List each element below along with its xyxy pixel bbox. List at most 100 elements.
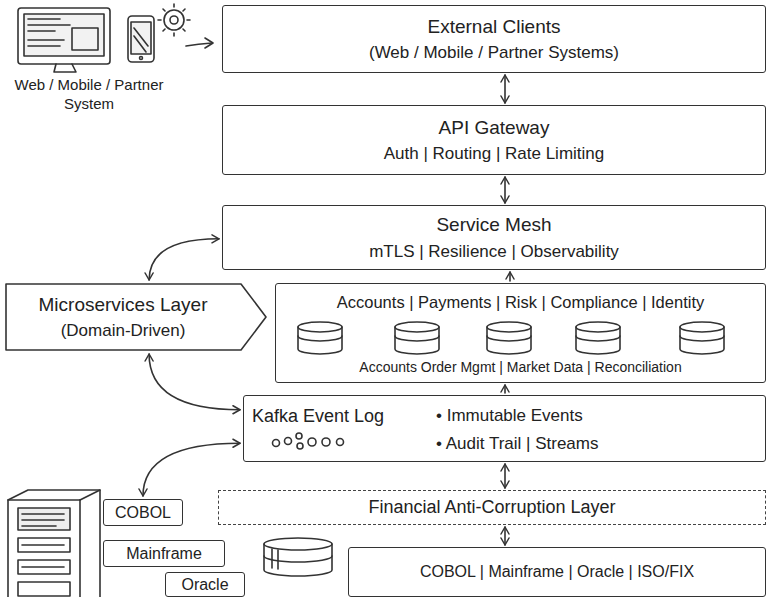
- icon-caption: Web / Mobile / Partner System: [14, 76, 164, 114]
- event-log-box: Kafka Event Log • Immutable Events • Audit…: [243, 395, 766, 462]
- node-title: Financial Anti-Corruption Layer: [368, 496, 615, 519]
- connector-arrow: [504, 527, 506, 545]
- drawing-stroke: [128, 16, 154, 62]
- drawing-stroke: [298, 327, 342, 354]
- drawing-stroke: [8, 490, 100, 597]
- drawing-stroke: [273, 440, 280, 447]
- node-text: (Domain-Driven): [61, 320, 186, 341]
- pentagon-outline: [6, 284, 266, 350]
- node-title: External Clients: [427, 15, 560, 39]
- drawing-stroke: [28, 39, 64, 41]
- drawing-stroke: [131, 22, 151, 54]
- drawing-stroke: [296, 433, 302, 439]
- mainframe-icon: [8, 490, 100, 597]
- drawing-stroke: [680, 336, 724, 341]
- legacy-tag: Mainframe: [103, 540, 225, 567]
- node-text: (Web / Mobile / Partner Systems): [369, 42, 619, 63]
- connector-arrow: [504, 177, 506, 203]
- acl-box: Financial Anti-Corruption Layer: [218, 490, 766, 525]
- drawing-stroke: [8, 4, 724, 597]
- drawing-stroke: [298, 336, 342, 341]
- database-icons: [298, 322, 724, 354]
- drawing-stroke: [28, 45, 60, 47]
- node-text: Auth | Routing | Rate Limiting: [384, 143, 605, 164]
- database-icon: [264, 538, 332, 576]
- drawing-stroke: [337, 439, 344, 446]
- gateway-box: API GatewayAuth | Routing | Rate Limitin…: [222, 105, 766, 175]
- connector-arrow: [504, 385, 506, 393]
- drawing-stroke: [285, 438, 292, 445]
- drawing-stroke: [80, 490, 100, 500]
- drawing-stroke: [576, 322, 620, 332]
- drawing-stroke: [134, 36, 146, 52]
- drawing-stroke: [134, 28, 148, 46]
- drawing-stroke: [487, 322, 531, 332]
- node-title: COBOL | Mainframe | Oracle | ISO/FIX: [420, 562, 694, 582]
- drawing-stroke: [18, 538, 70, 552]
- mesh-box: Service Mesh mTLS | Resilience | Observab…: [222, 205, 766, 270]
- drawing-stroke: [140, 57, 143, 60]
- drawing-stroke: [264, 544, 332, 576]
- drawing-stroke: [576, 327, 620, 354]
- drawing-stroke: [680, 322, 724, 332]
- drawing-stroke: [158, 4, 190, 36]
- drawing-stroke: [72, 28, 98, 50]
- drawing-stroke: [18, 582, 70, 596]
- layer-arrow-box: Microservices Layer (Domain-Driven): [5, 283, 267, 351]
- drawing-stroke: [28, 18, 60, 20]
- node-title: Microservices Layer: [39, 293, 208, 317]
- client-box: External Clients (Web / Mobile / Partner …: [222, 5, 766, 73]
- node-title: Service Mesh: [436, 213, 551, 237]
- connector-arrow: [504, 464, 506, 488]
- drawing-stroke: [170, 16, 178, 24]
- node-title: Mainframe: [126, 544, 202, 564]
- drawing-stroke: [264, 556, 332, 562]
- drawing-stroke: [28, 24, 70, 26]
- drawing-stroke: [395, 336, 439, 341]
- drawing-stroke: [680, 327, 724, 354]
- drawing-stroke: [54, 64, 76, 72]
- connector-arrow: [149, 354, 240, 410]
- legacy-tag: COBOL: [103, 499, 183, 526]
- drawing-stroke: [298, 322, 342, 354]
- drawing-stroke: [8, 499, 80, 501]
- drawing-stroke: [22, 519, 64, 521]
- drawing-stroke: [79, 500, 81, 597]
- drawing-stroke: [22, 513, 64, 515]
- legacy-box: COBOL | Mainframe | Oracle | ISO/FIX: [348, 547, 766, 597]
- connector-arrow: [143, 443, 240, 496]
- connector-arrow: [504, 75, 506, 103]
- drawing-stroke: [308, 438, 316, 446]
- connector-arrow: [509, 272, 511, 281]
- drawing-stroke: [18, 560, 70, 574]
- drawing-stroke: [205, 38, 213, 48]
- drawing-stroke: [24, 14, 104, 56]
- event-bubbles: [273, 433, 344, 449]
- drawing-stroke: [22, 525, 56, 527]
- drawing-stroke: [277, 550, 279, 569]
- phone-icon: [128, 16, 154, 62]
- drawing-stroke: [395, 322, 439, 332]
- drawing-stroke: [576, 322, 620, 354]
- pentagon-outline: [5, 283, 267, 351]
- drawing-stroke: [487, 336, 531, 341]
- drawing-stroke: [487, 322, 531, 354]
- drawing-stroke: [680, 322, 724, 354]
- node-text: • Audit Trail | Streams: [436, 433, 598, 454]
- node-title: Kafka Event Log: [252, 405, 384, 428]
- node-title: COBOL: [115, 503, 171, 523]
- drawing-stroke: [28, 30, 55, 32]
- drawing-stroke: [22, 544, 64, 546]
- node-text: mTLS | Resilience | Observability: [369, 241, 619, 262]
- client-arrow: [186, 38, 213, 48]
- node-text: • Immutable Events: [436, 405, 583, 426]
- drawing-stroke: [18, 8, 110, 64]
- drawing-stroke: [297, 443, 303, 449]
- drawing-stroke: [22, 566, 64, 568]
- connector-arrow: [149, 239, 219, 280]
- drawing-stroke: [395, 322, 439, 354]
- services-box: Accounts | Payments | Risk | Compliance …: [275, 283, 766, 383]
- drawing-stroke: [298, 322, 342, 332]
- gear-icon: [158, 4, 190, 36]
- node-title: API Gateway: [439, 116, 550, 140]
